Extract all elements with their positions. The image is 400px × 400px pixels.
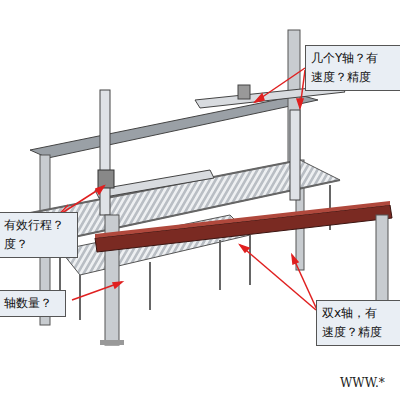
callout-text: 几个Y轴？有 速度？精度 [311,49,396,87]
callout-text: 有效行程？ 度？ [4,216,72,254]
callout-box: 轴数量？ [0,290,66,317]
callout-text: 轴数量？ [4,294,60,313]
callout-box: 有效行程？ 度？ [0,212,78,258]
callout-text: 双x轴，有 速度？精度 [322,304,396,342]
callout-box: 几个Y轴？有 速度？精度 [305,45,400,91]
watermark: WWW.* [340,376,385,390]
callout-box: 双x轴，有 速度？精度 [316,300,400,346]
